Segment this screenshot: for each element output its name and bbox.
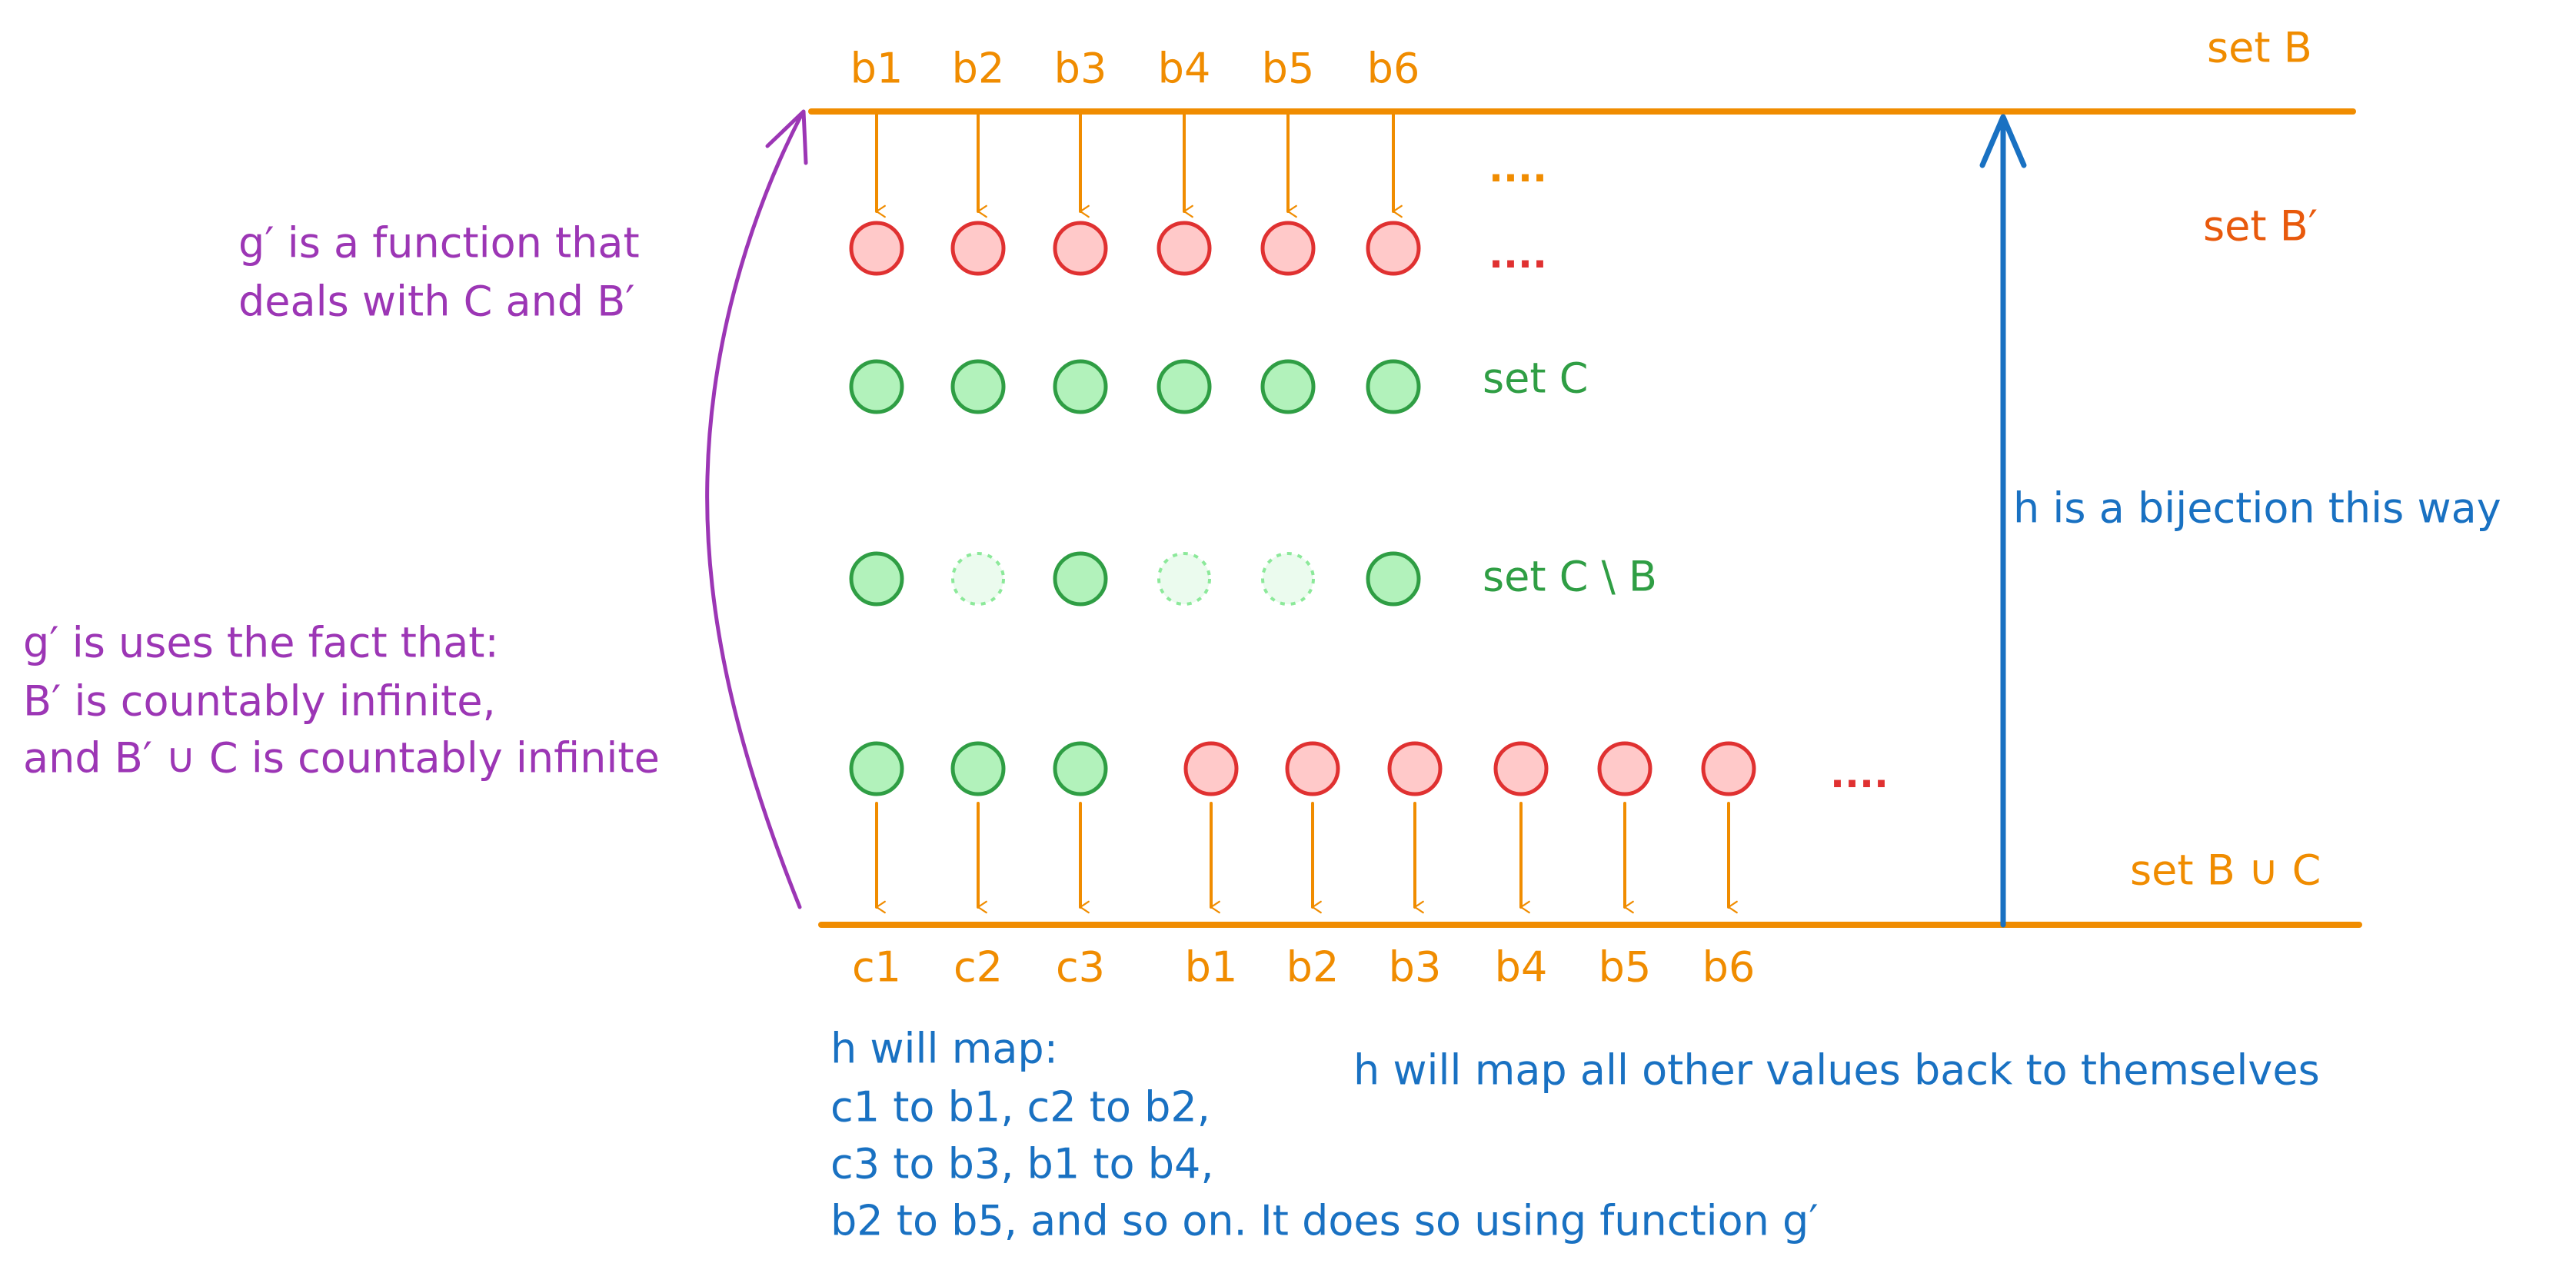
g-prime-fact-line-1: g′ is uses the fact that: bbox=[23, 619, 499, 667]
b-union-c-dot bbox=[1597, 741, 1652, 796]
b-prime-dot bbox=[849, 221, 904, 276]
set-b-prime-label: set B′ bbox=[2203, 202, 2318, 251]
c-minus-b-dot bbox=[849, 551, 904, 607]
top-arrows bbox=[875, 112, 1393, 211]
bottom-ellipsis: .... bbox=[1830, 752, 1889, 796]
set-c-label: set C bbox=[1483, 354, 1588, 403]
b-union-c-dot bbox=[1285, 741, 1340, 796]
b-union-c-dot bbox=[950, 741, 1006, 796]
bottom-item-label: c3 bbox=[1056, 943, 1105, 992]
bottom-item-labels: c1 c2 c3 b1 b2 b3 b4 b5 b6 bbox=[852, 943, 1755, 992]
c-dot bbox=[950, 359, 1006, 414]
b-union-c-dot bbox=[1183, 741, 1239, 796]
b-union-c-dot bbox=[1387, 741, 1443, 796]
set-c-row bbox=[849, 359, 1421, 414]
c-minus-b-dot-removed bbox=[1157, 552, 1211, 606]
b-prime-dot bbox=[1366, 221, 1421, 276]
set-b-union-c-label: set B ∪ C bbox=[2130, 846, 2321, 895]
bijection-arrow bbox=[1979, 114, 2027, 928]
c-dot bbox=[849, 359, 904, 414]
b-prime-dot bbox=[1260, 221, 1316, 276]
c-minus-b-dot-removed bbox=[951, 552, 1005, 606]
top-item-label: b5 bbox=[1262, 45, 1315, 93]
bottom-item-label: c1 bbox=[852, 943, 901, 992]
bottom-item-label: b3 bbox=[1389, 943, 1442, 992]
set-c-minus-b-label: set C \ B bbox=[1483, 553, 1657, 601]
top-item-label: b1 bbox=[850, 45, 904, 93]
h-map-line-2: c1 to b1, c2 to b2, bbox=[830, 1083, 1210, 1132]
g-prime-def-line-2: deals with C and B′ bbox=[238, 278, 635, 326]
top-item-label: b2 bbox=[952, 45, 1005, 93]
g-prime-curve-arrow bbox=[705, 109, 808, 909]
h-map-line-3: c3 to b3, b1 to b4, bbox=[830, 1140, 1214, 1188]
top-item-label: b4 bbox=[1158, 45, 1211, 93]
set-b-label: set B bbox=[2207, 24, 2312, 72]
c-dot bbox=[1260, 359, 1316, 414]
h-map-line-4: b2 to b5, and so on. It does so using fu… bbox=[830, 1197, 1819, 1245]
b-union-c-dot bbox=[849, 741, 904, 796]
b-prime-dot bbox=[1157, 221, 1212, 276]
set-b-prime-row bbox=[849, 221, 1421, 276]
top-item-label: b6 bbox=[1367, 45, 1420, 93]
b-prime-dot bbox=[950, 221, 1006, 276]
c-minus-b-dot bbox=[1053, 551, 1108, 607]
c-dot bbox=[1053, 359, 1108, 414]
c-dot bbox=[1157, 359, 1212, 414]
b-prime-ellipsis: .... bbox=[1489, 232, 1547, 277]
set-b-union-c-row bbox=[849, 741, 1756, 796]
bottom-item-label: b2 bbox=[1286, 943, 1340, 992]
top-item-label: b3 bbox=[1054, 45, 1107, 93]
g-prime-fact-line-2: B′ is countably infinite, bbox=[23, 677, 496, 726]
set-c-minus-b-row bbox=[849, 551, 1421, 607]
bottom-item-label: b5 bbox=[1599, 943, 1652, 992]
c-dot bbox=[1366, 359, 1421, 414]
c-minus-b-dot-removed bbox=[1261, 552, 1315, 606]
bottom-item-label: c2 bbox=[954, 943, 1003, 992]
top-item-labels: b1 b2 b3 b4 b5 b6 bbox=[850, 45, 1420, 93]
top-ellipsis: .... bbox=[1489, 146, 1547, 191]
bijection-label: h is a bijection this way bbox=[2013, 484, 2501, 533]
c-minus-b-dot bbox=[1366, 551, 1421, 607]
bottom-item-label: b4 bbox=[1495, 943, 1548, 992]
b-union-c-dot bbox=[1493, 741, 1549, 796]
h-others-label: h will map all other values back to them… bbox=[1353, 1046, 2320, 1095]
g-prime-def-line-1: g′ is a function that bbox=[238, 219, 640, 268]
bottom-item-label: b1 bbox=[1185, 943, 1238, 992]
h-map-line-1: h will map: bbox=[830, 1025, 1058, 1073]
bottom-item-label: b6 bbox=[1702, 943, 1756, 992]
b-union-c-dot bbox=[1053, 741, 1108, 796]
b-union-c-dot bbox=[1701, 741, 1756, 796]
b-prime-dot bbox=[1053, 221, 1108, 276]
g-prime-fact-line-3: and B′ ∪ C is countably infinite bbox=[23, 734, 660, 783]
bottom-arrows bbox=[875, 802, 1729, 907]
